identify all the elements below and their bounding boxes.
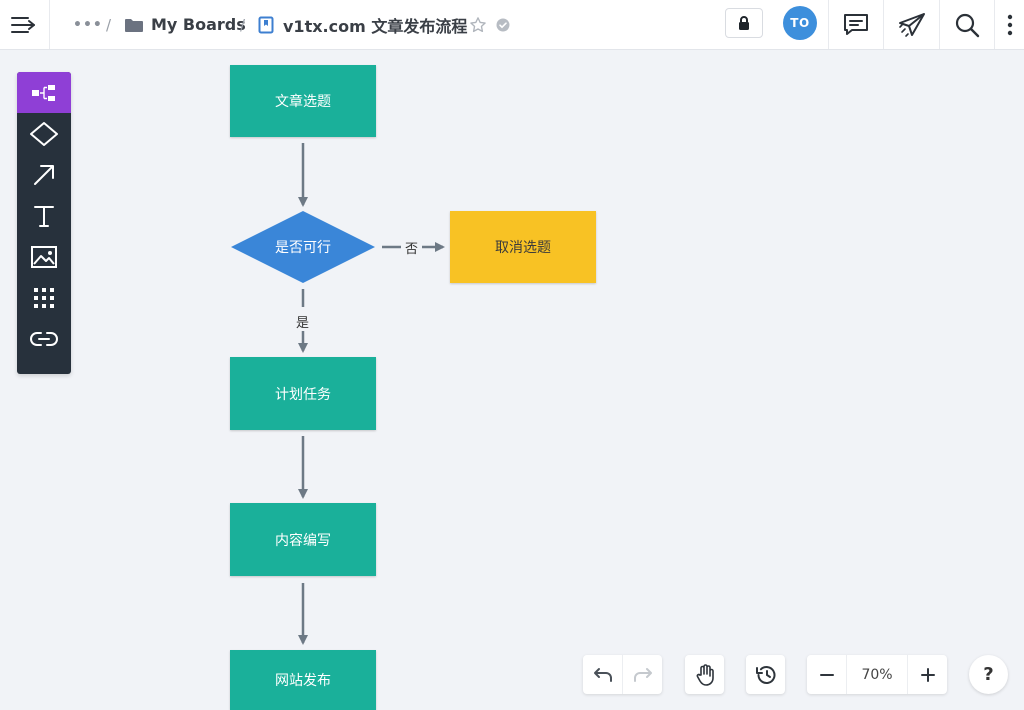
frames-tool[interactable] — [17, 72, 71, 113]
shape-diamond-icon — [30, 121, 58, 146]
share-button[interactable] — [884, 0, 939, 49]
hand-tool-group — [685, 655, 724, 694]
image-icon — [31, 245, 57, 268]
undo-redo-group — [583, 655, 662, 694]
hand-icon — [696, 663, 714, 686]
flow-node-plan[interactable]: 计划任务 — [230, 357, 376, 430]
hand-tool-button[interactable] — [685, 655, 724, 694]
board-title[interactable]: v1tx.com 文章发布流程 — [283, 16, 468, 36]
breadcrumb-separator: / — [106, 15, 112, 34]
top-bar: ••• / My Boards / v1tx.com 文章发布流程 TO — [0, 0, 1024, 50]
breadcrumb-separator: / — [240, 15, 246, 34]
redo-icon — [633, 667, 652, 682]
menu-arrow-icon — [11, 16, 35, 33]
verified-icon — [494, 0, 512, 49]
lock-icon — [739, 16, 749, 30]
paper-plane-icon — [898, 12, 925, 37]
undo-icon — [593, 667, 612, 682]
comments-button[interactable] — [829, 0, 883, 49]
edge-label-no[interactable]: 否 — [404, 238, 420, 257]
flow-node-publish[interactable]: 网站发布 — [230, 650, 376, 710]
comment-icon — [844, 13, 868, 35]
history-group — [746, 655, 785, 694]
undo-button[interactable] — [583, 655, 622, 694]
edge-label-yes[interactable]: 是 — [295, 312, 311, 331]
link-tool[interactable] — [17, 318, 71, 359]
image-tool[interactable] — [17, 236, 71, 277]
zoom-group: 70% — [807, 655, 947, 694]
text-tool[interactable] — [17, 195, 71, 236]
breadcrumb-more-button[interactable]: ••• — [73, 16, 103, 33]
minus-icon — [819, 673, 834, 676]
menu-toggle-button[interactable] — [0, 0, 48, 49]
plus-icon — [920, 667, 935, 682]
flow-node-topic[interactable]: 文章选题 — [230, 65, 376, 137]
user-avatar[interactable]: TO — [783, 6, 817, 40]
zoom-in-button[interactable] — [908, 655, 947, 694]
grid-dots-icon — [34, 287, 54, 308]
folder-icon — [123, 0, 145, 49]
arrow-icon — [34, 164, 54, 185]
flow-node-decision[interactable]: 是否可行 — [275, 240, 331, 256]
frames-icon — [32, 84, 55, 101]
zoom-out-button[interactable] — [807, 655, 846, 694]
apps-tool[interactable] — [17, 277, 71, 318]
text-icon — [34, 205, 54, 227]
flow-node-cancel[interactable]: 取消选题 — [450, 211, 596, 283]
flow-node-write[interactable]: 内容编写 — [230, 503, 376, 576]
arrow-tool[interactable] — [17, 154, 71, 195]
search-button[interactable] — [940, 0, 994, 49]
lock-button[interactable] — [725, 8, 763, 38]
search-icon — [955, 13, 980, 37]
breadcrumb-folder-link[interactable]: My Boards — [151, 15, 246, 34]
history-button[interactable] — [746, 655, 785, 694]
star-icon[interactable] — [468, 0, 488, 49]
shape-tool[interactable] — [17, 113, 71, 154]
creation-toolbar — [17, 72, 71, 374]
more-vertical-icon — [1007, 14, 1012, 35]
board-icon — [256, 0, 276, 49]
more-menu-button[interactable] — [995, 0, 1024, 49]
history-icon — [755, 665, 775, 684]
redo-button[interactable] — [623, 655, 662, 694]
zoom-level[interactable]: 70% — [861, 666, 893, 683]
help-button[interactable]: ? — [969, 655, 1008, 694]
link-icon — [30, 331, 58, 346]
